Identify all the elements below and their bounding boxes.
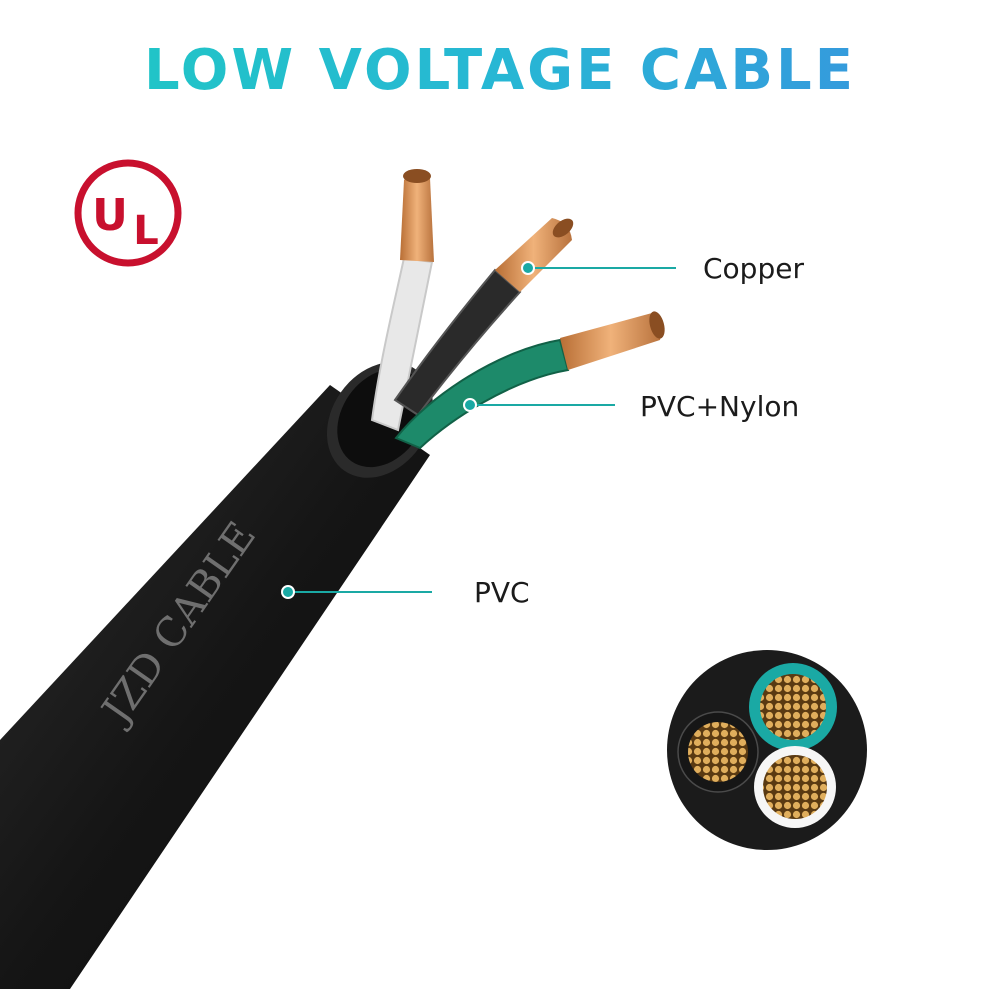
copper-label: Copper (703, 252, 804, 285)
svg-text:U: U (92, 190, 128, 241)
callout-copper (521, 261, 676, 275)
green-conductor (394, 311, 665, 450)
cable-jacket (0, 362, 434, 989)
page-title: LOW VOLTAGE CABLE (0, 38, 1000, 103)
ul-logo-icon: U L (74, 159, 182, 267)
svg-text:L: L (133, 208, 159, 254)
pvc-nylon-label: PVC+Nylon (640, 390, 800, 423)
callout-pvc (281, 585, 432, 599)
white-conductor (370, 169, 434, 432)
cable-cross-section-icon (667, 650, 867, 850)
callout-pvc-nylon (463, 398, 615, 412)
pvc-label: PVC (474, 576, 530, 609)
black-conductor (393, 218, 574, 417)
